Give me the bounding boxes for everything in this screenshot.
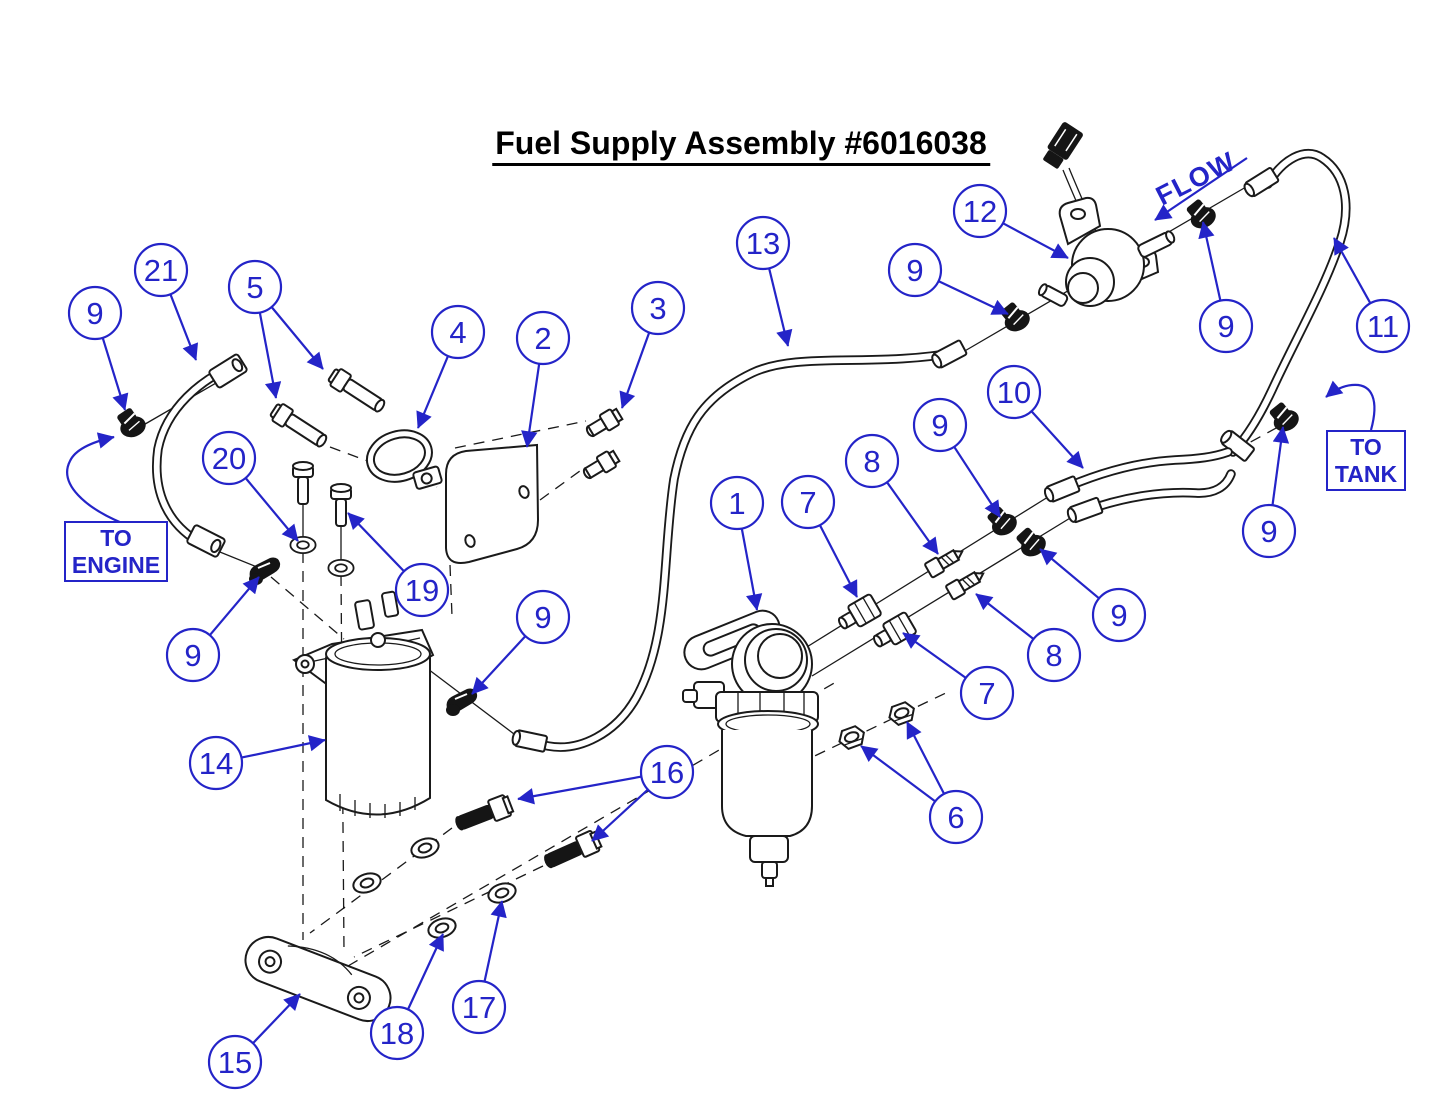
svg-text:8: 8 xyxy=(863,444,880,479)
callout-10: 10 xyxy=(986,364,1084,469)
fuel-pump xyxy=(1037,122,1176,307)
flange-nuts-6 xyxy=(835,699,919,752)
to-engine-label: TO ENGINE xyxy=(64,521,168,582)
fittings-7 xyxy=(833,592,918,654)
svg-text:1: 1 xyxy=(728,486,745,521)
svg-text:17: 17 xyxy=(462,990,496,1025)
pump-connector-icon xyxy=(1043,122,1083,169)
svg-text:18: 18 xyxy=(380,1016,414,1051)
svg-text:9: 9 xyxy=(1260,514,1277,549)
callout-5: 5 xyxy=(227,259,324,399)
to-tank-leader xyxy=(1325,380,1376,431)
svg-text:20: 20 xyxy=(212,441,246,476)
callout-17: 17 xyxy=(451,900,507,1035)
callout-7: 7 xyxy=(902,632,1015,721)
callout-2: 2 xyxy=(515,310,571,448)
svg-text:6: 6 xyxy=(947,800,964,835)
to-tank-line1: TO xyxy=(1350,433,1382,460)
callout-1: 1 xyxy=(709,475,765,611)
svg-text:9: 9 xyxy=(931,408,948,443)
callout-7: 7 xyxy=(780,474,858,598)
callout-6: 6 xyxy=(860,721,984,845)
callout-9: 9 xyxy=(912,397,1001,518)
callout-8: 8 xyxy=(844,433,939,555)
callout-14: 14 xyxy=(188,735,326,791)
svg-text:16: 16 xyxy=(650,755,684,790)
callout-9: 9 xyxy=(1241,426,1297,559)
engine-hose-21 xyxy=(152,352,249,559)
svg-text:9: 9 xyxy=(86,296,103,331)
return-hose-10 xyxy=(1041,447,1236,525)
callout-9: 9 xyxy=(165,576,260,683)
svg-text:19: 19 xyxy=(405,573,439,608)
page-title: Fuel Supply Assembly #6016038 xyxy=(492,125,990,166)
mounting-strap-15 xyxy=(244,936,392,1022)
svg-text:7: 7 xyxy=(978,676,995,711)
callout-9: 9 xyxy=(1198,221,1254,354)
band-clamp xyxy=(365,429,443,490)
svg-text:13: 13 xyxy=(746,226,780,261)
svg-text:9: 9 xyxy=(184,638,201,673)
callout-18: 18 xyxy=(369,933,444,1061)
svg-text:15: 15 xyxy=(218,1045,252,1080)
fuel-filter xyxy=(291,590,435,818)
bolts-16 xyxy=(451,792,604,874)
svg-text:3: 3 xyxy=(649,291,666,326)
callout-20: 20 xyxy=(201,430,299,542)
svg-text:14: 14 xyxy=(199,746,233,781)
fittings-8 xyxy=(923,543,989,601)
water-separator-assembly xyxy=(682,609,819,887)
svg-text:8: 8 xyxy=(1045,638,1062,673)
callout-21: 21 xyxy=(133,242,199,361)
svg-text:2: 2 xyxy=(534,321,551,356)
callout-15: 15 xyxy=(207,993,301,1090)
callout-4: 4 xyxy=(416,304,486,429)
svg-text:4: 4 xyxy=(449,315,466,350)
fittings-3 xyxy=(579,405,625,484)
small-bolts-19-20 xyxy=(292,461,352,527)
callout-16: 16 xyxy=(517,744,695,842)
svg-text:7: 7 xyxy=(799,485,816,520)
svg-text:9: 9 xyxy=(906,253,923,288)
callout-19: 19 xyxy=(347,512,450,618)
svg-text:9: 9 xyxy=(534,600,551,635)
svg-text:21: 21 xyxy=(144,253,178,288)
hex-bolts-5 xyxy=(267,365,390,452)
callout-9: 9 xyxy=(1039,548,1147,643)
to-tank-label: TO TANK xyxy=(1326,430,1406,491)
callout-9: 9 xyxy=(471,589,571,695)
callout-9: 9 xyxy=(67,285,129,411)
to-engine-leader xyxy=(66,432,123,525)
mounting-plate xyxy=(445,443,540,564)
callout-11: 11 xyxy=(1333,237,1411,354)
svg-text:9: 9 xyxy=(1217,309,1234,344)
callout-9: 9 xyxy=(887,242,1009,315)
callout-3: 3 xyxy=(619,280,686,409)
svg-text:11: 11 xyxy=(1367,309,1399,344)
callout-12: 12 xyxy=(952,183,1069,259)
svg-text:12: 12 xyxy=(963,194,997,229)
callout-8: 8 xyxy=(975,593,1082,683)
to-engine-line2: ENGINE xyxy=(71,551,161,578)
svg-text:5: 5 xyxy=(246,270,263,305)
svg-text:10: 10 xyxy=(997,375,1031,410)
callout-13: 13 xyxy=(735,215,793,347)
fuel-hose-13 xyxy=(510,338,968,753)
to-engine-line1: TO xyxy=(100,524,132,551)
svg-text:9: 9 xyxy=(1110,598,1127,633)
to-tank-line2: TANK xyxy=(1334,460,1398,487)
